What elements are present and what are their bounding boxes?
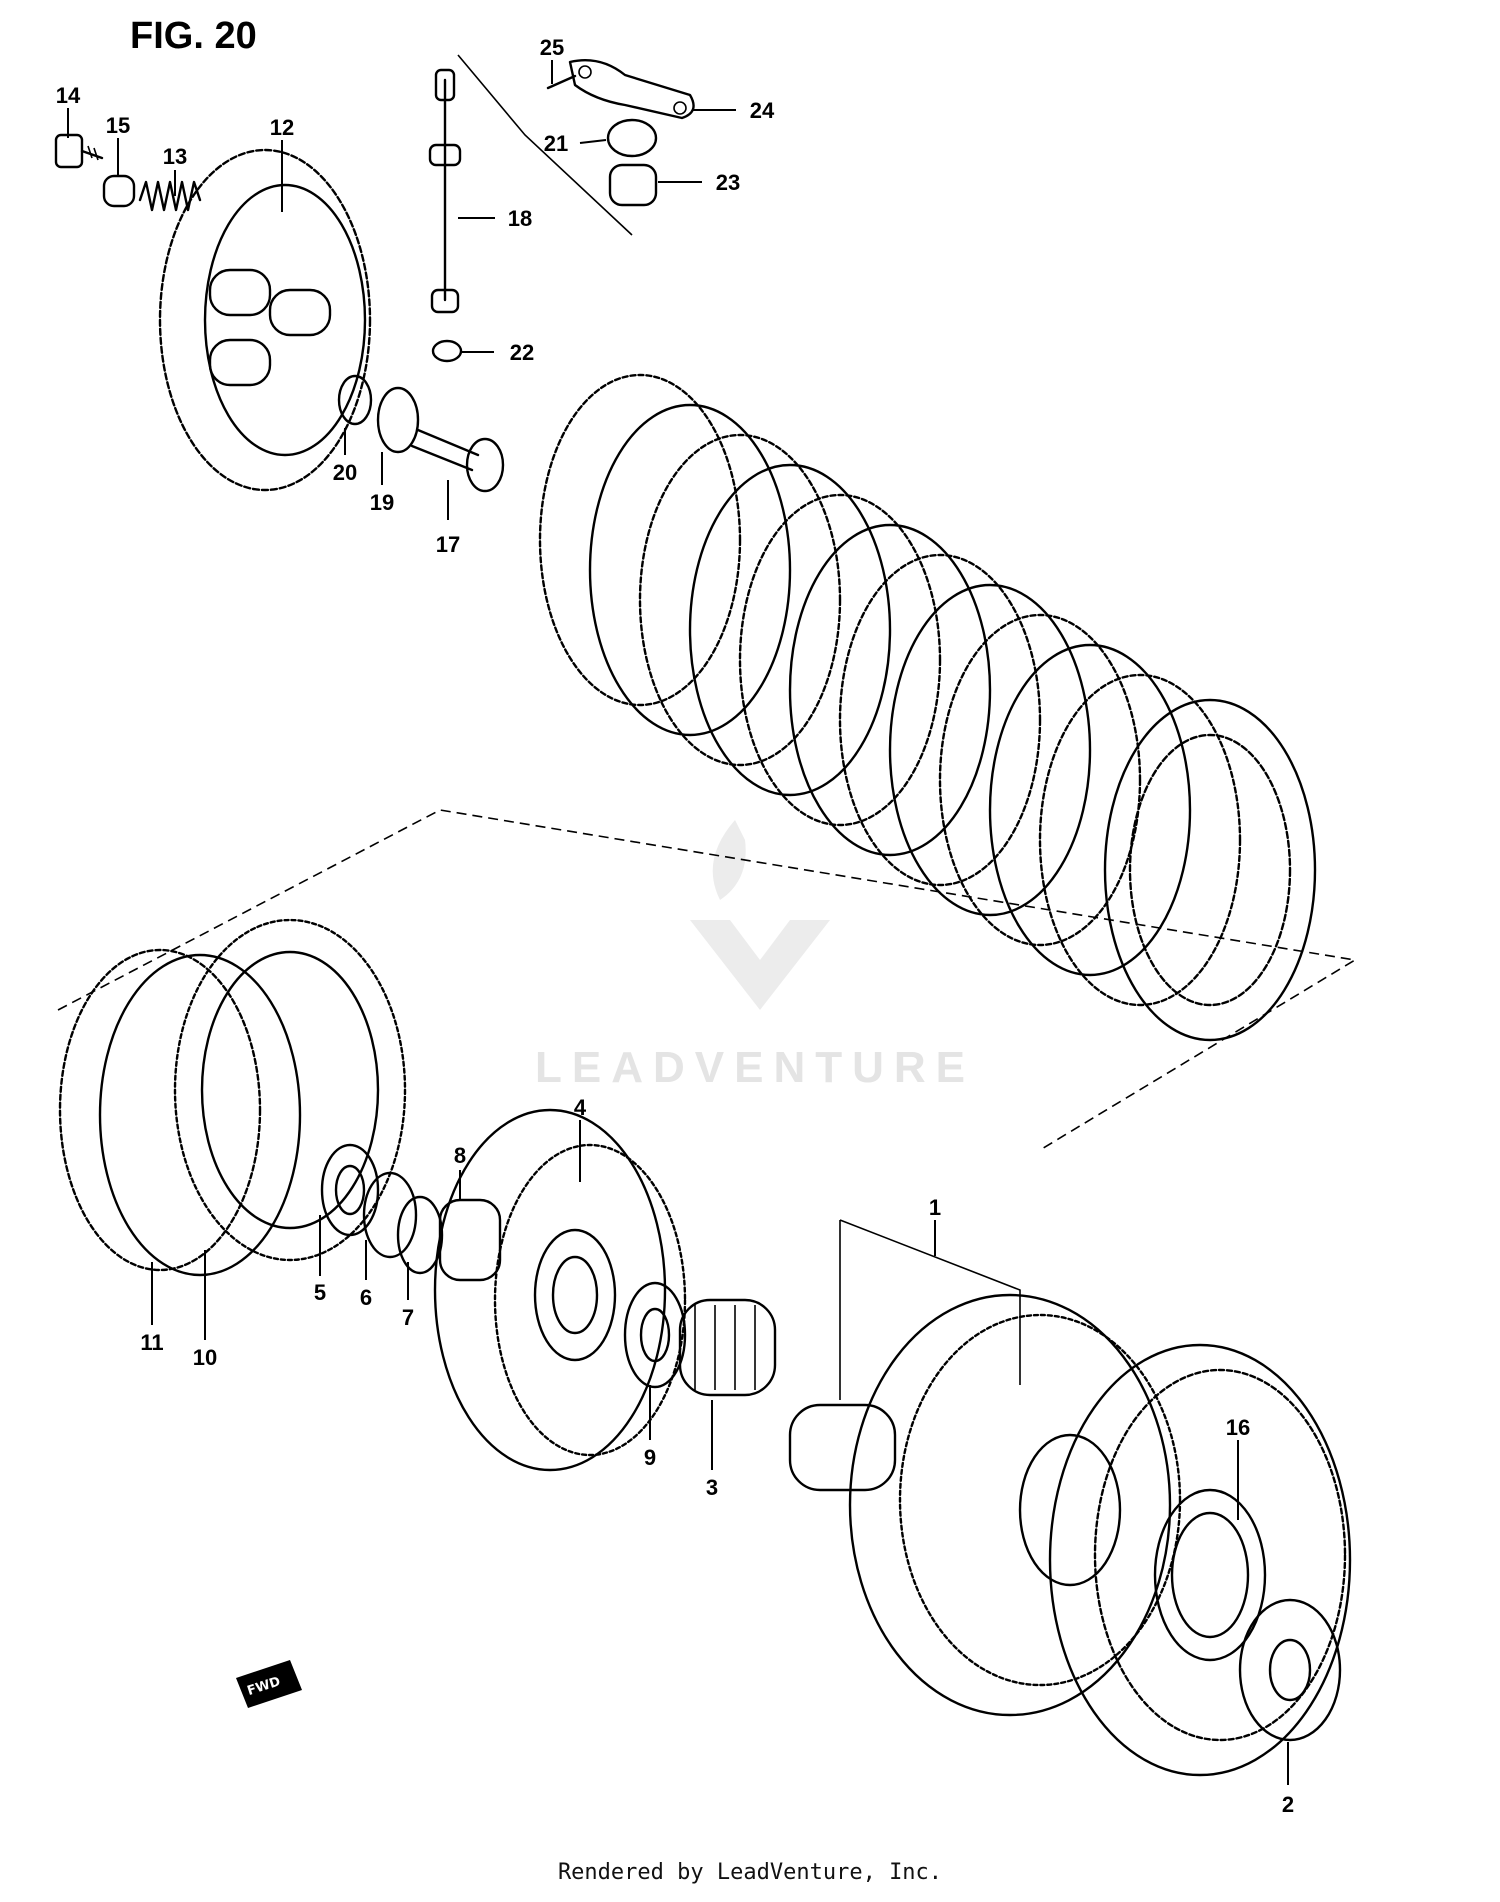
washer-6 xyxy=(362,1171,418,1259)
plate-10 xyxy=(173,918,407,1262)
callout-7: 7 xyxy=(402,1305,414,1330)
callout-17: 17 xyxy=(436,532,460,557)
spacer-15 xyxy=(102,174,136,208)
clutch-plates-stack xyxy=(538,373,1317,1042)
callout-9: 9 xyxy=(644,1445,656,1470)
callout-15: 15 xyxy=(106,113,130,138)
spring-13 xyxy=(138,180,202,212)
callout-labels: 1 2 3 4 5 6 7 8 9 10 11 12 13 14 15 16 1 xyxy=(56,35,1294,1817)
callout-10: 10 xyxy=(193,1345,217,1370)
washer-2 xyxy=(1238,1598,1342,1742)
pressure-plate-12 xyxy=(158,148,372,492)
figure-title: FIG. 20 xyxy=(130,15,257,57)
callout-19: 19 xyxy=(370,490,394,515)
callout-5: 5 xyxy=(314,1280,326,1305)
callout-12: 12 xyxy=(270,115,294,140)
seal-23 xyxy=(608,163,658,207)
callout-14: 14 xyxy=(56,83,81,108)
ring-7 xyxy=(396,1195,444,1275)
callout-6: 6 xyxy=(360,1285,372,1310)
washer-9 xyxy=(623,1281,687,1389)
callout-16: 16 xyxy=(1226,1415,1250,1440)
leadventure-watermark: LEADVENTURE xyxy=(535,820,975,1092)
sleeve xyxy=(788,1403,897,1492)
needle-bearing-3 xyxy=(678,1298,777,1397)
plate-11 xyxy=(58,948,302,1277)
callout-3: 3 xyxy=(706,1475,718,1500)
callout-2: 2 xyxy=(1282,1792,1294,1817)
footer-credit: Rendered by LeadVenture, Inc. xyxy=(557,1860,943,1885)
screw-25 xyxy=(546,74,577,90)
release-piece-17 xyxy=(410,428,505,493)
callout-4: 4 xyxy=(574,1095,587,1120)
callout-23: 23 xyxy=(716,170,740,195)
callout-13: 13 xyxy=(163,144,187,169)
callout-11: 11 xyxy=(140,1330,163,1355)
bearing-22 xyxy=(431,339,463,363)
bolt-14 xyxy=(54,133,104,169)
bearing-21 xyxy=(606,118,658,158)
callout-18: 18 xyxy=(508,206,532,231)
callout-8: 8 xyxy=(454,1143,466,1168)
clutch-hub-4 xyxy=(433,1108,687,1472)
push-rod-18 xyxy=(428,68,462,314)
forward-direction-badge: FWD xyxy=(236,1660,302,1708)
callout-22: 22 xyxy=(510,340,534,365)
washer-20 xyxy=(337,374,373,426)
starter-gear-16 xyxy=(1048,1343,1352,1777)
bushing-8 xyxy=(438,1198,502,1282)
bearing-5 xyxy=(320,1143,380,1237)
callout-25: 25 xyxy=(540,35,564,60)
callout-20: 20 xyxy=(333,460,357,485)
callout-1: 1 xyxy=(929,1195,941,1220)
bearing-19 xyxy=(376,386,420,454)
bracket-1 xyxy=(839,1219,1021,1400)
release-arm-24 xyxy=(568,58,695,120)
plate-group-frame xyxy=(57,809,1358,1151)
primary-driven-gear-1 xyxy=(848,1293,1182,1717)
watermark-text: LEADVENTURE xyxy=(535,1043,975,1092)
callout-21: 21 xyxy=(544,131,568,156)
callout-24: 24 xyxy=(750,98,775,123)
